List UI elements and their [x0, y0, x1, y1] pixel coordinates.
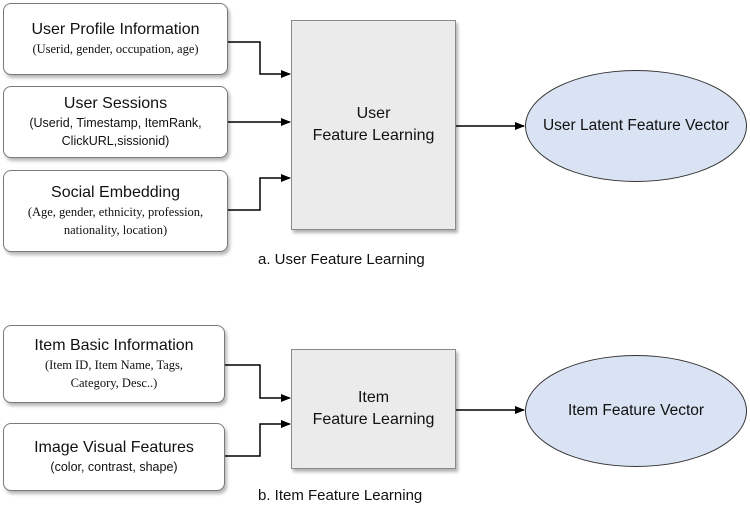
input-detail: (color, contrast, shape): [50, 460, 178, 474]
learner-line1: Item: [357, 389, 390, 406]
input-item-basic-information: Item Basic Information (Item ID, Item Na…: [3, 325, 225, 403]
input-user-profile: User Profile Information (Userid, gender…: [3, 3, 228, 75]
input-detail-line2: nationality, location): [63, 223, 168, 237]
user-latent-feature-vector: User Latent Feature Vector: [525, 70, 747, 182]
edge-profile-to-user-learning: [228, 41, 291, 78]
input-title: Image Visual Features: [34, 439, 194, 456]
input-detail-line2: Category, Desc..): [70, 376, 158, 390]
item-feature-vector: Item Feature Vector: [525, 355, 747, 467]
input-title: User Sessions: [63, 95, 168, 112]
input-social-embedding: Social Embedding (Age, gender, ethnicity…: [3, 170, 228, 252]
edge-item-basic-to-item-learning: [225, 364, 291, 402]
edge-social-to-user-learning: [228, 174, 291, 211]
input-title: User Profile Information: [31, 21, 200, 38]
learner-line1: User: [356, 105, 391, 122]
caption-a: a. User Feature Learning: [258, 251, 425, 268]
input-detail: (Userid, gender, occupation, age): [32, 42, 199, 56]
input-detail-line1: (Userid, Timestamp, ItemRank,: [29, 116, 202, 130]
input-image-visual-features: Image Visual Features (color, contrast, …: [3, 423, 225, 491]
output-label: User Latent Feature Vector: [542, 117, 730, 134]
caption-b: b. Item Feature Learning: [258, 487, 423, 504]
input-detail-line1: (Item ID, Item Name, Tags,: [44, 358, 184, 372]
edge-image-visual-to-item-learning: [225, 420, 291, 457]
item-feature-learning-box: Item Feature Learning: [291, 349, 456, 469]
output-label: Item Feature Vector: [567, 402, 705, 419]
learner-line2: Feature Learning: [312, 411, 435, 428]
input-title: Social Embedding: [51, 184, 180, 201]
input-detail-line1: (Age, gender, ethnicity, profession,: [27, 205, 204, 219]
input-title: Item Basic Information: [34, 337, 194, 354]
learner-line2: Feature Learning: [312, 127, 435, 144]
input-user-sessions: User Sessions (Userid, Timestamp, ItemRa…: [3, 86, 228, 158]
input-detail-line2: ClickURL,sissionid): [61, 134, 170, 148]
user-feature-learning-box: User Feature Learning: [291, 20, 456, 230]
